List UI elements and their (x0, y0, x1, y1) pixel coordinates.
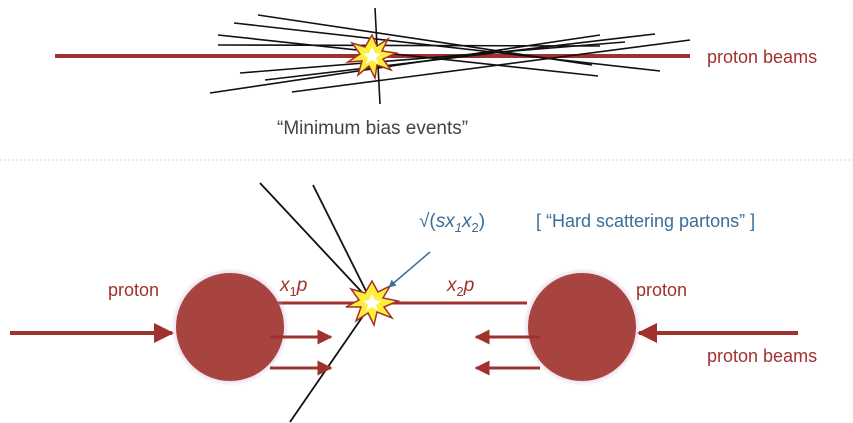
top-beam-label: proton beams (707, 47, 817, 67)
starburst-icon (345, 33, 399, 81)
track (291, 39, 691, 93)
bottom-panel: proton proton proton beams x1p x2p √(sx1… (10, 182, 817, 423)
proton-body (528, 273, 636, 381)
track (239, 41, 626, 74)
track (209, 34, 601, 94)
track (257, 14, 593, 66)
right-proton-label: proton (636, 280, 687, 300)
formula-pointer-arrow (388, 251, 431, 288)
left-proton (171, 268, 289, 386)
bottom-beam-label: proton beams (707, 346, 817, 366)
x2p-label: x2p (446, 275, 474, 299)
track (233, 22, 661, 72)
track (264, 33, 656, 81)
left-proton-label: proton (108, 280, 159, 300)
hard-scatter-caption: [ “Hard scattering partons” ] (536, 211, 755, 231)
starburst-icon (345, 279, 401, 328)
energy-formula: √(sx1x2) (419, 211, 485, 235)
x1p-label: x1p (279, 275, 307, 299)
top-caption: “Minimum bias events” (277, 118, 468, 139)
track (217, 44, 601, 47)
jet-track (312, 184, 373, 304)
top-tracks (209, 7, 691, 105)
proton-body (176, 273, 284, 381)
jet-track (289, 302, 373, 423)
track (217, 34, 599, 77)
top-panel: proton beams “Minimum bias events” (55, 7, 817, 139)
jet-track (259, 182, 373, 304)
right-proton (523, 268, 641, 386)
